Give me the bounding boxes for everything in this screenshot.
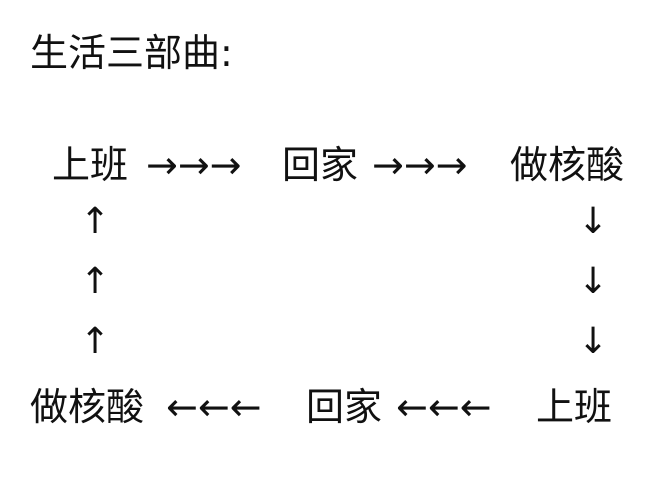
arrows-top-2: →→→	[372, 143, 468, 187]
arrow-down-2: ↓	[578, 261, 609, 302]
node-bottom-middle: 回家	[306, 385, 383, 429]
node-top-left: 上班	[52, 143, 129, 187]
arrow-down-3: ↓	[578, 321, 609, 362]
node-top-right: 做核酸	[510, 143, 625, 187]
node-bottom-left: 做核酸	[30, 385, 145, 429]
node-bottom-right: 上班	[536, 385, 613, 429]
arrow-up-3: ↑	[80, 321, 111, 362]
diagram-title: 生活三部曲:	[30, 31, 233, 75]
arrow-up-1: ↑	[80, 201, 111, 242]
arrow-down-1: ↓	[578, 201, 609, 242]
arrows-top-1: →→→	[146, 143, 242, 187]
arrow-up-2: ↑	[80, 261, 111, 302]
arrows-bottom-1: ←←←	[166, 385, 262, 429]
node-top-middle: 回家	[282, 143, 359, 187]
arrows-bottom-2: ←←←	[396, 385, 492, 429]
